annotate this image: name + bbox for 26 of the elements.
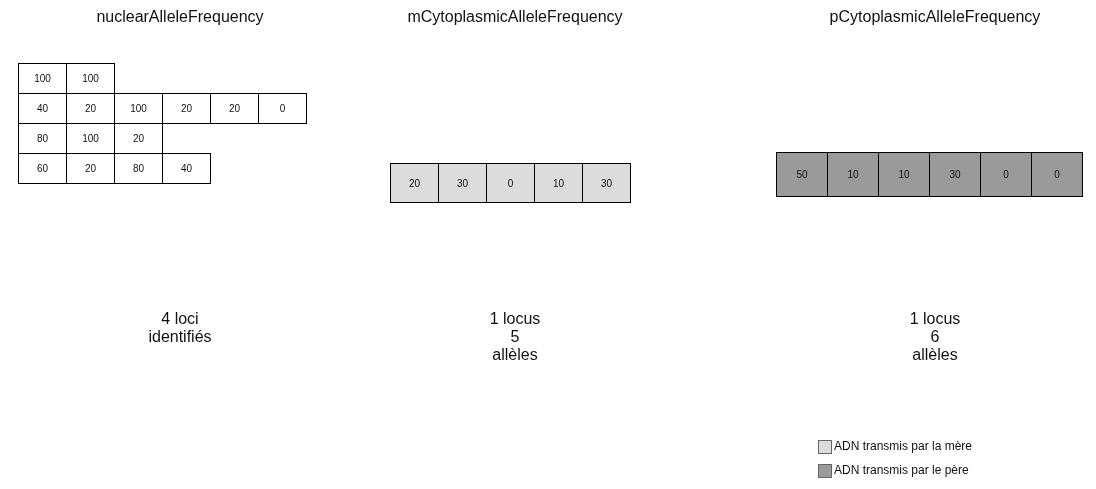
frequency-cell: 20	[390, 163, 439, 203]
frequency-cell: 10	[878, 152, 930, 197]
frequency-cell: 30	[582, 163, 631, 203]
column-heading: nuclearAlleleFrequency	[95, 8, 265, 26]
legend-text: ADN transmis par la mère	[834, 439, 973, 453]
frequency-cell: 20	[162, 93, 211, 124]
frequency-cell: 40	[162, 153, 211, 184]
frequency-cell: 10	[534, 163, 583, 203]
frequency-cell: 100	[18, 63, 67, 94]
column-heading: pCytoplasmicAlleleFrequency	[828, 8, 1042, 26]
frequency-cell: 10	[827, 152, 879, 197]
caption-text: 1 locus 5 allèles	[488, 310, 542, 364]
frequency-cell: 0	[980, 152, 1032, 197]
frequency-cell: 50	[776, 152, 828, 197]
frequency-cell: 0	[486, 163, 535, 203]
frequency-cell: 0	[1031, 152, 1083, 197]
frequency-cell: 0	[258, 93, 307, 124]
column-heading: mCytoplasmicAlleleFrequency	[406, 8, 624, 26]
frequency-cell: 100	[66, 63, 115, 94]
frequency-cell: 20	[210, 93, 259, 124]
frequency-cell: 60	[18, 153, 67, 184]
legend-text: ADN transmis par le père	[834, 463, 969, 477]
caption-text: 4 loci identifiés	[147, 310, 213, 346]
frequency-cell: 30	[438, 163, 487, 203]
caption-text: 1 locus 6 allèles	[908, 310, 962, 364]
frequency-cell: 30	[929, 152, 981, 197]
